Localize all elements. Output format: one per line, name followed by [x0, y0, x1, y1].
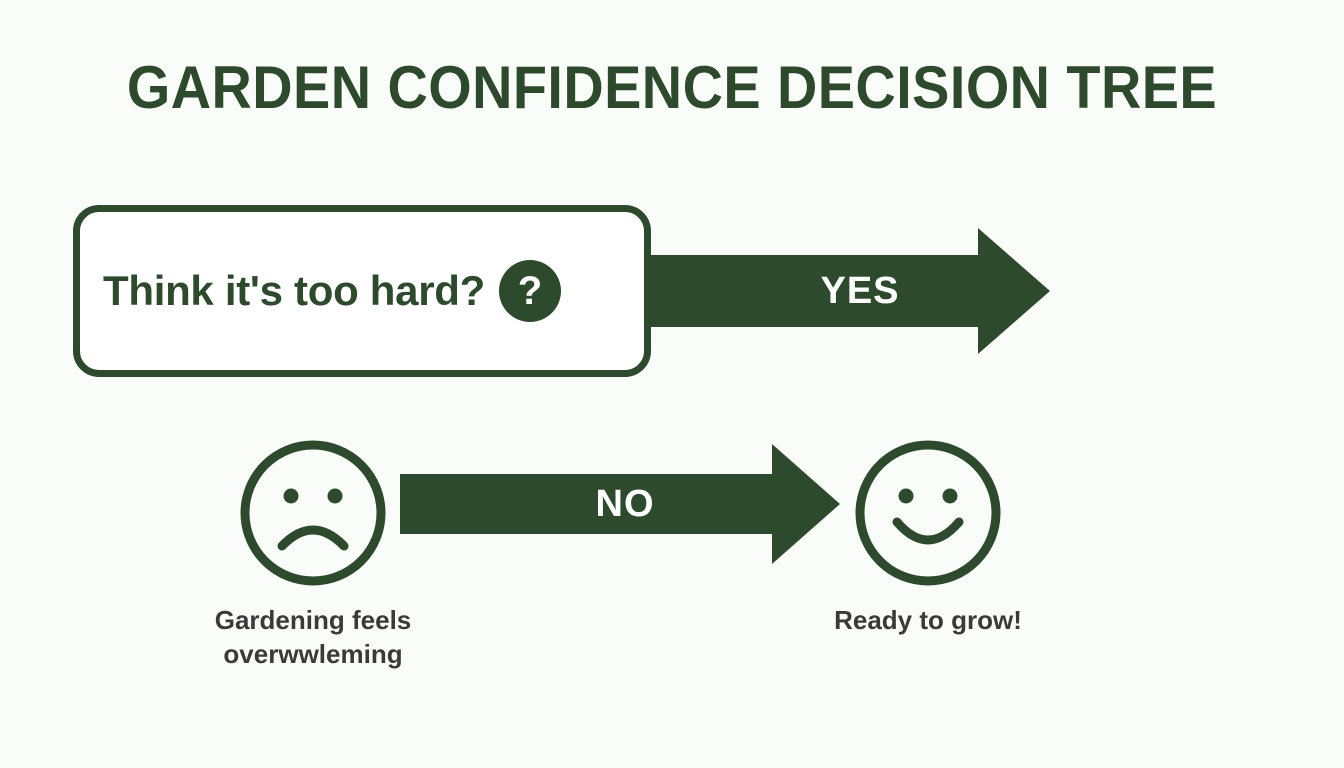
question-mark-icon: ? [498, 260, 561, 322]
outcome-icon-sad [238, 438, 388, 588]
arrow-right-icon [400, 444, 840, 564]
page-title: GARDEN CONFIDENCE DECISION TREE [126, 54, 1218, 121]
outcome-caption-sad: Gardening feels overwwleming [163, 603, 463, 671]
arrow-right-icon [630, 228, 1050, 354]
outcome-icon-happy [853, 438, 1003, 588]
branch-arrow-no[interactable]: NO [400, 444, 840, 564]
outcome-caption-sad-line2: overwwleming [223, 639, 403, 669]
decision-question-text: Think it's too hard? [103, 267, 485, 314]
decision-question-box[interactable]: Think it's too hard? ? [73, 205, 651, 377]
branch-arrow-yes[interactable]: YES [630, 228, 1050, 354]
happy-face-icon [855, 440, 1001, 586]
sad-face-icon [240, 440, 386, 586]
outcome-caption-happy: Ready to grow! [778, 603, 1078, 637]
outcome-caption-sad-line1: Gardening feels [214, 605, 412, 635]
outcome-caption-happy-line1: Ready to grow! [834, 605, 1022, 635]
